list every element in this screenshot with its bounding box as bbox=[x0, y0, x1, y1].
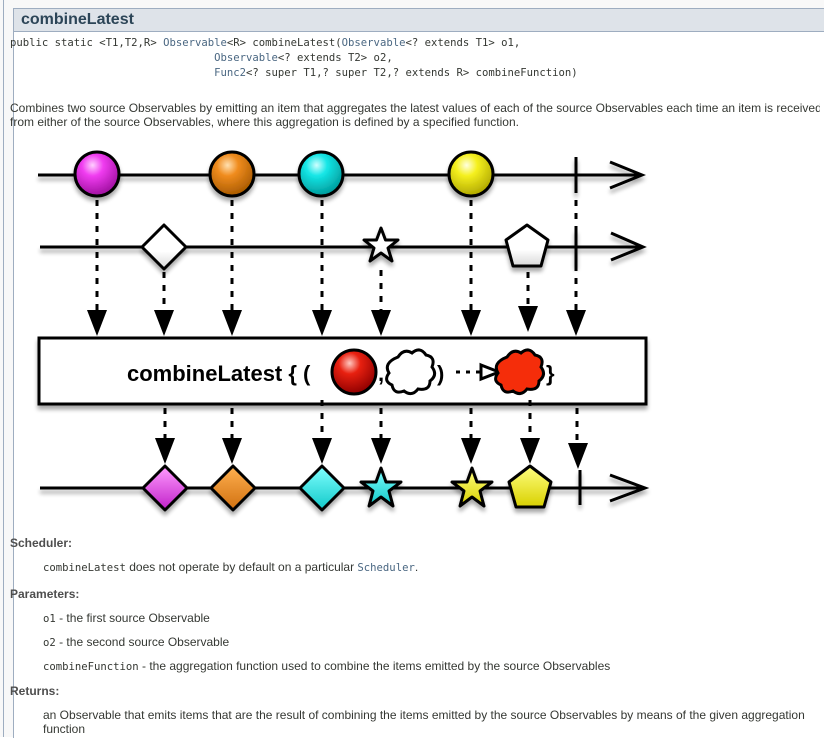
return-type-link[interactable]: Observable bbox=[163, 37, 227, 49]
drop-arrow-icon bbox=[87, 310, 107, 336]
result-item-cyan-diamond bbox=[298, 464, 346, 512]
drop-arrow-icon bbox=[222, 438, 242, 464]
outer-left-rule bbox=[3, 0, 4, 737]
source-1-items bbox=[73, 150, 495, 198]
operator-comma: , bbox=[378, 361, 384, 386]
result-item-magenta-diamond bbox=[141, 464, 189, 512]
param-func-type-link[interactable]: Func2 bbox=[214, 67, 246, 79]
param-o1-type-link[interactable]: Observable bbox=[341, 37, 406, 49]
scheduler-operator-name: combineLatest bbox=[43, 562, 126, 574]
parameter-description: - the second source Observable bbox=[55, 635, 230, 649]
drop-arrow-icon bbox=[461, 310, 481, 336]
param-o1-decl: <? extends T1> o1, bbox=[405, 37, 521, 49]
result-item-yellow-pentagon bbox=[507, 464, 553, 509]
result-item-cyan-star bbox=[359, 466, 403, 508]
result-items bbox=[141, 464, 553, 512]
method-header: combineLatest bbox=[14, 9, 824, 32]
parameters-heading: Parameters: bbox=[10, 587, 80, 601]
drop-arrow-icon bbox=[312, 438, 332, 464]
parameter-description: - the first source Observable bbox=[55, 611, 210, 625]
drop-arrow-icon bbox=[520, 438, 540, 464]
drop-arrow-icon bbox=[461, 438, 481, 464]
returns-line: function bbox=[43, 722, 86, 736]
operator-white-cloud-icon bbox=[385, 348, 437, 396]
signature-method-name: <R> combineLatest( bbox=[226, 37, 342, 49]
source-1-item-yellow-circle bbox=[447, 150, 495, 198]
source-2-items bbox=[140, 223, 550, 271]
drop-arrow-icon bbox=[518, 306, 538, 332]
drop-arrow-icon bbox=[371, 310, 391, 336]
param-o2-decl: <? extends T2> o2, bbox=[277, 52, 393, 64]
source-1-item-magenta-circle bbox=[73, 150, 121, 198]
operator-close-brace: } bbox=[546, 361, 555, 386]
signature-line-3: Func2<? super T1,? super T2,? extends R>… bbox=[10, 66, 578, 81]
source-2-timeline bbox=[40, 229, 647, 266]
drop-arrow-icon bbox=[371, 438, 391, 464]
drop-arrow-icon bbox=[154, 310, 174, 336]
scheduler-heading: Scheduler: bbox=[10, 536, 73, 550]
returns-heading: Returns: bbox=[10, 684, 60, 698]
description-line: Combines two source Observables by emitt… bbox=[10, 101, 820, 115]
scheduler-text: does not operate by default on a particu… bbox=[125, 560, 358, 574]
operator-red-ball-icon bbox=[330, 348, 378, 396]
source-1-arrowhead-icon bbox=[609, 160, 646, 190]
drop-arrow-icon bbox=[222, 310, 242, 336]
result-arrowhead-icon bbox=[609, 473, 650, 503]
operator-arrow-icon bbox=[479, 362, 504, 382]
parameter-description: - the aggregation function used to combi… bbox=[138, 659, 611, 673]
returns-description: an Observable that emits items that are … bbox=[43, 708, 805, 736]
result-drop-lines bbox=[163, 400, 579, 446]
result-item-yellow-star bbox=[450, 466, 494, 508]
parameter-combine-function: combineFunction - the aggregation functi… bbox=[43, 659, 610, 673]
parameter-name: o2 bbox=[43, 637, 56, 649]
source-drop-arrows bbox=[87, 306, 586, 336]
source-drop-lines bbox=[95, 200, 578, 312]
result-item-orange-diamond bbox=[209, 464, 257, 512]
drop-arrow-icon bbox=[568, 443, 588, 469]
parameter-name: combineFunction bbox=[43, 661, 139, 673]
signature-line-2: Observable<? extends T2> o2, bbox=[10, 51, 578, 66]
drop-arrow-icon bbox=[312, 310, 332, 336]
returns-line: an Observable that emits items that are … bbox=[43, 708, 805, 722]
method-signature: public static <T1,T2,R> Observable<R> co… bbox=[10, 36, 578, 81]
marble-diagram: combineLatest { ( , ) } bbox=[37, 150, 650, 512]
method-title: combineLatest bbox=[21, 11, 134, 28]
scheduler-description: combineLatest does not operate by defaul… bbox=[43, 560, 418, 574]
scheduler-link[interactable]: Scheduler bbox=[357, 562, 415, 574]
signature-modifiers: public static <T1,T2,R> bbox=[10, 37, 164, 49]
source-2-item-white-diamond bbox=[140, 223, 188, 271]
source-2-arrowhead-icon bbox=[610, 231, 647, 262]
result-drop-arrows bbox=[155, 438, 588, 469]
drop-arrow-icon bbox=[566, 310, 586, 336]
param-func-decl: <? super T1,? super T2,? extends R> comb… bbox=[246, 67, 578, 79]
source-2-item-white-pentagon bbox=[504, 223, 550, 268]
method-description: Combines two source Observables by emitt… bbox=[10, 101, 820, 129]
parameter-o1: o1 - the first source Observable bbox=[43, 611, 210, 625]
operator-close-paren: ) bbox=[437, 361, 444, 386]
description-line: from either of the source Observables, w… bbox=[10, 115, 519, 129]
param-o2-type-link[interactable]: Observable bbox=[214, 52, 278, 64]
parameter-o2: o2 - the second source Observable bbox=[43, 635, 229, 649]
source-1-item-orange-circle bbox=[208, 150, 256, 198]
drop-arrow-icon bbox=[155, 438, 175, 464]
operator-red-cloud-icon bbox=[494, 348, 546, 396]
source-1-item-cyan-circle bbox=[297, 150, 345, 198]
operator-label: combineLatest { ( bbox=[127, 361, 311, 386]
source-2-item-white-star bbox=[362, 226, 400, 263]
scheduler-end: . bbox=[414, 560, 419, 574]
signature-line-1: public static <T1,T2,R> Observable<R> co… bbox=[10, 36, 578, 51]
parameter-name: o1 bbox=[43, 613, 56, 625]
